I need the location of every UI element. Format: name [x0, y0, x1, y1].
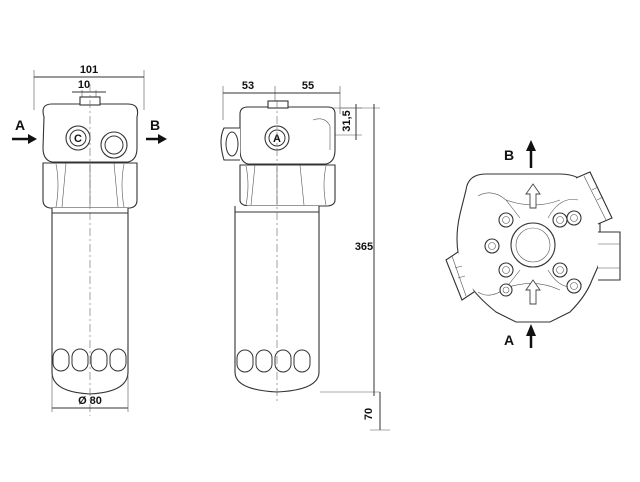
top-flow-arrow-up-icon	[525, 183, 541, 209]
top-bolt-holes	[484, 210, 582, 297]
dim-diameter: Ø 80	[78, 395, 102, 407]
front-bowl-lobes	[52, 348, 127, 372]
dim-head-height: 31,5	[341, 110, 353, 131]
dim-total-height: 365	[355, 241, 373, 253]
front-outlet-label: B	[150, 117, 160, 133]
front-inlet-label: A	[15, 117, 25, 133]
side-view: 53 55 31,5 A	[220, 80, 390, 431]
top-inlet-label: A	[504, 332, 514, 348]
dim-top-width: 10	[78, 79, 90, 91]
dim-removal-height: 70	[363, 408, 375, 420]
top-outlet-label: B	[504, 147, 514, 163]
side-bowl-nut	[239, 164, 336, 207]
dim-side-right: 55	[302, 80, 314, 92]
dim-overall-width: 101	[80, 64, 98, 76]
top-flow-arrow-in-icon	[525, 279, 541, 305]
dim-side-left: 53	[242, 80, 254, 92]
side-bowl-lobes	[236, 349, 311, 373]
top-view: B A	[445, 140, 621, 348]
front-view: 101 10 C	[12, 64, 167, 416]
port-c-label: C	[74, 133, 82, 145]
